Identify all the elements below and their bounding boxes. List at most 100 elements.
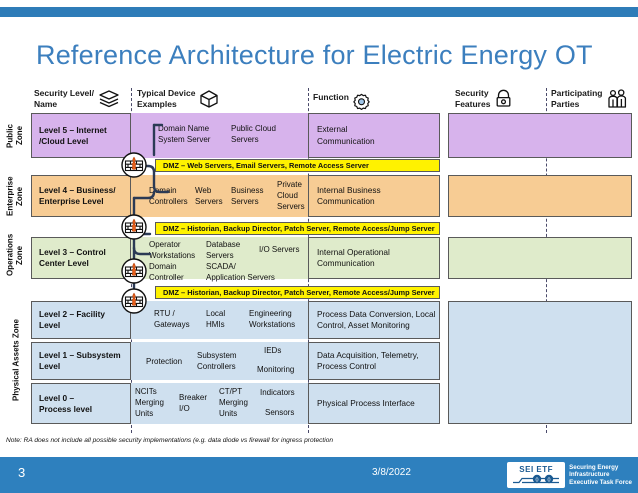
level-5-function-box: External Communication xyxy=(308,113,440,158)
header-function: Function xyxy=(313,92,370,115)
device-item: I/O Servers xyxy=(259,245,300,254)
level-5-devices-box: Domain Name System Server Public Cloud S… xyxy=(131,113,308,158)
dmz-label: DMZ – Historian, Backup Director, Patch … xyxy=(163,224,435,233)
dmz-bar-2: DMZ – Historian, Backup Director, Patch … xyxy=(155,222,440,235)
device-item: Monitoring xyxy=(257,365,295,374)
device-item: SCADA/ Application Servers xyxy=(206,262,275,282)
level-name-text: Level 4 – Business/ Enterprise Level xyxy=(39,185,116,206)
slide-number: 3 xyxy=(18,465,26,480)
device-item: Indicators xyxy=(260,388,295,397)
header-label: Participating Parties xyxy=(551,88,603,109)
level-4-security-parties-box xyxy=(448,175,632,217)
header-security-level: Security Level/ Name xyxy=(34,88,120,114)
firewall-icon xyxy=(121,152,147,178)
device-item: Breaker I/O xyxy=(179,393,208,413)
layers-icon xyxy=(98,89,120,114)
level-4-function-box: Internal Business Communication xyxy=(308,175,440,217)
function-text: Internal Business Communication xyxy=(317,184,381,207)
level-1-devices-box: Protection Subsystem Controllers IEDs Mo… xyxy=(131,342,308,380)
function-text: Process Data Conversion, Local Control, … xyxy=(317,308,436,331)
level-name-text: Level 5 – Internet /Cloud Level xyxy=(39,124,107,146)
level-3-name-box: Level 3 – Control Center Level xyxy=(31,237,131,279)
level-5-security-parties-box xyxy=(448,113,632,158)
level-5-name-box: Level 5 – Internet /Cloud Level xyxy=(31,113,131,158)
level-1-function-box: Data Acquisition, Telemetry, Process Con… xyxy=(308,342,440,380)
header-label: Security Level/ Name xyxy=(34,88,95,109)
dmz-label: DMZ – Historian, Backup Director, Patch … xyxy=(163,288,435,297)
logo-mark: SEI ETF 0 0 xyxy=(507,462,566,488)
slide-date: 3/8/2022 xyxy=(372,467,411,478)
header-label: Function xyxy=(313,92,349,102)
logo-org-name: Securing Energy Infrastructure Executive… xyxy=(569,464,632,486)
device-item: Sensors xyxy=(265,408,295,417)
level-3-security-parties-box xyxy=(448,237,632,279)
device-item: Operator Workstations xyxy=(149,240,196,260)
function-text: Data Acquisition, Telemetry, Process Con… xyxy=(317,349,419,372)
firewall-icon xyxy=(121,288,147,314)
level-3-devices-box: Operator Workstations Database Servers I… xyxy=(131,237,308,282)
level-name-text: Level 2 – Facility Level xyxy=(39,309,105,330)
device-item: IEDs xyxy=(264,346,282,355)
dmz-bar-3: DMZ – Historian, Backup Director, Patch … xyxy=(155,286,440,299)
header-participating-parties: Participating Parties xyxy=(551,88,628,114)
level-name-text: Level 1 – Subsystem Level xyxy=(39,350,121,371)
device-item: RTU / Gateways xyxy=(154,309,190,329)
header-typical-device: Typical Device Examples xyxy=(137,88,219,114)
device-item: Business Servers xyxy=(231,186,264,206)
level-name-text: Level 0 – Process level xyxy=(39,392,93,414)
level-2-devices-box: RTU / Gateways Local HMIs Engineering Wo… xyxy=(131,301,308,339)
function-text: Internal Operational Communication xyxy=(317,246,390,269)
device-item: Private Cloud Servers xyxy=(277,180,305,211)
firewall-icon xyxy=(121,214,147,240)
firewall-icon xyxy=(121,258,147,284)
level-1-name-box: Level 1 – Subsystem Level xyxy=(31,342,131,380)
physical-assets-security-parties-box xyxy=(448,301,632,424)
level-0-name-box: Level 0 – Process level xyxy=(31,383,131,424)
device-item: Public Cloud Servers xyxy=(231,124,276,144)
gear-icon xyxy=(353,93,370,115)
footer-bar: 3 3/8/2022 SEI ETF 0 0 xyxy=(0,457,638,493)
header-security-features: Security Features xyxy=(455,88,513,114)
level-2-function-box: Process Data Conversion, Local Control, … xyxy=(308,301,440,339)
logo-org-line-1: Securing Energy xyxy=(569,463,619,471)
cube-icon xyxy=(199,89,219,114)
level-0-devices-box: NCITs Merging Units Breaker I/O CT/PT Me… xyxy=(131,383,308,424)
page-title: Reference Architecture for Electric Ener… xyxy=(36,40,593,70)
device-item: Engineering Workstations xyxy=(249,309,296,329)
function-text: External Communication xyxy=(317,124,375,146)
footnote: Note: RA does not include all possible s… xyxy=(6,437,334,444)
lock-icon xyxy=(494,89,513,114)
device-item: Domain Controller xyxy=(149,262,184,282)
device-item: Domain Controllers xyxy=(149,186,188,206)
dmz-label: DMZ – Web Servers, Email Servers, Remote… xyxy=(163,161,369,170)
level-2-name-box: Level 2 – Facility Level xyxy=(31,301,131,339)
function-text: Physical Process Interface xyxy=(317,397,415,408)
device-item: Domain Name System Server xyxy=(158,124,211,144)
level-name-text: Level 3 – Control Center Level xyxy=(39,247,106,268)
svg-text:0: 0 xyxy=(548,478,551,484)
device-item: Web Servers xyxy=(195,186,223,206)
sei-etf-logo: SEI ETF 0 0 Secur xyxy=(507,462,632,488)
svg-text:0: 0 xyxy=(536,478,539,484)
dmz-bar-1: DMZ – Web Servers, Email Servers, Remote… xyxy=(155,159,440,172)
header-label: Security Features xyxy=(455,88,491,109)
zone-label-physical-assets: Physical Assets Zone xyxy=(11,319,21,401)
device-item: Subsystem Controllers xyxy=(197,351,237,371)
device-item: Database Servers xyxy=(206,240,241,260)
zone-label-public: Public Zone xyxy=(5,123,25,148)
header-label: Typical Device Examples xyxy=(137,88,196,109)
top-accent-bar xyxy=(0,7,638,17)
people-icon xyxy=(606,89,628,114)
logo-org-line-2: Infrastructure xyxy=(569,471,610,479)
device-item: CT/PT Merging Units xyxy=(219,387,248,418)
device-item: Protection xyxy=(146,357,183,366)
logo-mark-text: SEI ETF xyxy=(519,465,554,474)
logo-grid-icon: 0 0 xyxy=(511,474,561,485)
level-0-function-box: Physical Process Interface xyxy=(308,383,440,424)
level-4-devices-box: Domain Controllers Web Servers Business … xyxy=(131,175,308,217)
zone-label-operations: Operations Zone xyxy=(5,233,25,277)
zone-label-enterprise: Enterprise Zone xyxy=(5,176,25,216)
device-item: Local HMIs xyxy=(206,309,226,329)
device-item: NCITs Merging Units xyxy=(135,387,164,418)
